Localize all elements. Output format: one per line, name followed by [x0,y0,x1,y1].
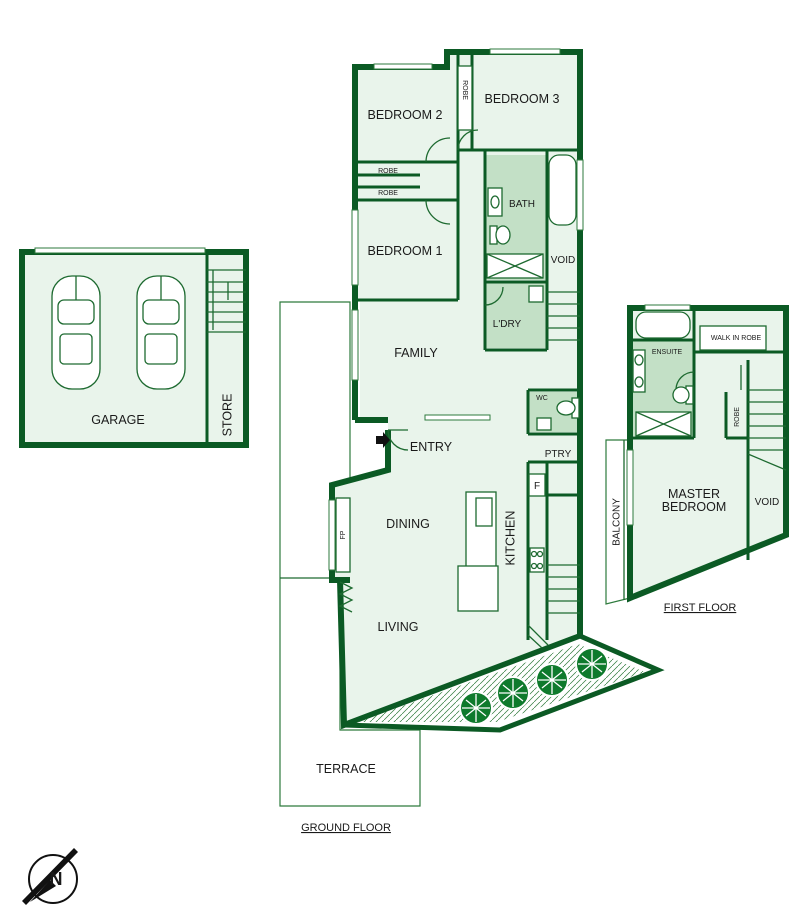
dining-label: DINING [386,517,430,531]
ensuite-toilet [672,385,694,405]
garage-label: GARAGE [91,413,145,427]
entry-arrow-icon [376,432,390,448]
wc-label: WC [536,395,548,402]
garage-stairs [207,270,246,333]
first-floor-bathtub [635,311,691,339]
entry-label: ENTRY [410,440,453,454]
fireplace-label: FP [340,530,347,539]
laundry-label: L'DRY [493,319,522,330]
ground-floor: BEDROOM 2 BEDROOM 3 ROBE ROBE ROBE BEDRO… [279,48,665,834]
ground-stairs [527,291,580,649]
wc-basin [536,417,552,431]
robe-label: ROBE [378,190,398,197]
ensuite-label: ENSUITE [652,349,683,356]
garage-door [34,247,206,254]
master-bedroom-label-line2: BEDROOM [662,500,727,514]
kitchen-sink [475,497,493,527]
first-floor-stairs [740,365,787,471]
void-label: VOID [755,497,779,508]
walk-in-robe-label: WALK IN ROBE [711,335,762,342]
tree-icon [496,676,530,710]
master-bedroom-label-line1: MASTER [668,487,720,501]
terrace-label: TERRACE [316,762,376,776]
kitchen-label: KITCHEN [503,511,517,566]
bath-label: BATH [509,199,535,210]
bedroom2-label: BEDROOM 2 [367,108,442,122]
bedroom3-label: BEDROOM 3 [484,92,559,106]
tree-icon [535,663,569,697]
dining-table [457,565,499,612]
bifold-door [338,581,354,613]
bathtub [548,154,577,226]
ptry-label: PTRY [545,449,572,460]
fridge [528,473,546,497]
car-icon [136,275,186,390]
tree-icon [459,691,493,725]
balcony-label: BALCONY [612,498,623,546]
garage-block: GARAGE STORE [19,247,249,448]
robe-label: ROBE [461,80,468,100]
first-floor-outer-wall [627,305,789,603]
laundry-tub [528,285,544,303]
fireplace [335,497,351,573]
car-icon [51,275,101,390]
wc-toilet [556,397,580,419]
fridge-label: F [534,481,540,492]
store-label: STORE [220,394,234,437]
living-label: LIVING [378,620,419,634]
family-label: FAMILY [394,346,438,360]
void-label: VOID [551,255,575,266]
tree-icon [575,647,609,681]
bedroom1-label: BEDROOM 1 [367,244,442,258]
compass-north-label: N [50,869,63,889]
ground-floor-title: GROUND FLOOR [301,822,391,834]
robe-label: ROBE [378,168,398,175]
first-floor-title: FIRST FLOOR [664,602,737,614]
robe-label: ROBE [734,407,741,427]
cooktop [529,547,545,573]
toilet [489,225,511,245]
first-floor: ENSUITE WALK IN ROBE ROBE MASTER BEDROOM… [605,304,789,614]
compass-icon: N [22,848,78,905]
